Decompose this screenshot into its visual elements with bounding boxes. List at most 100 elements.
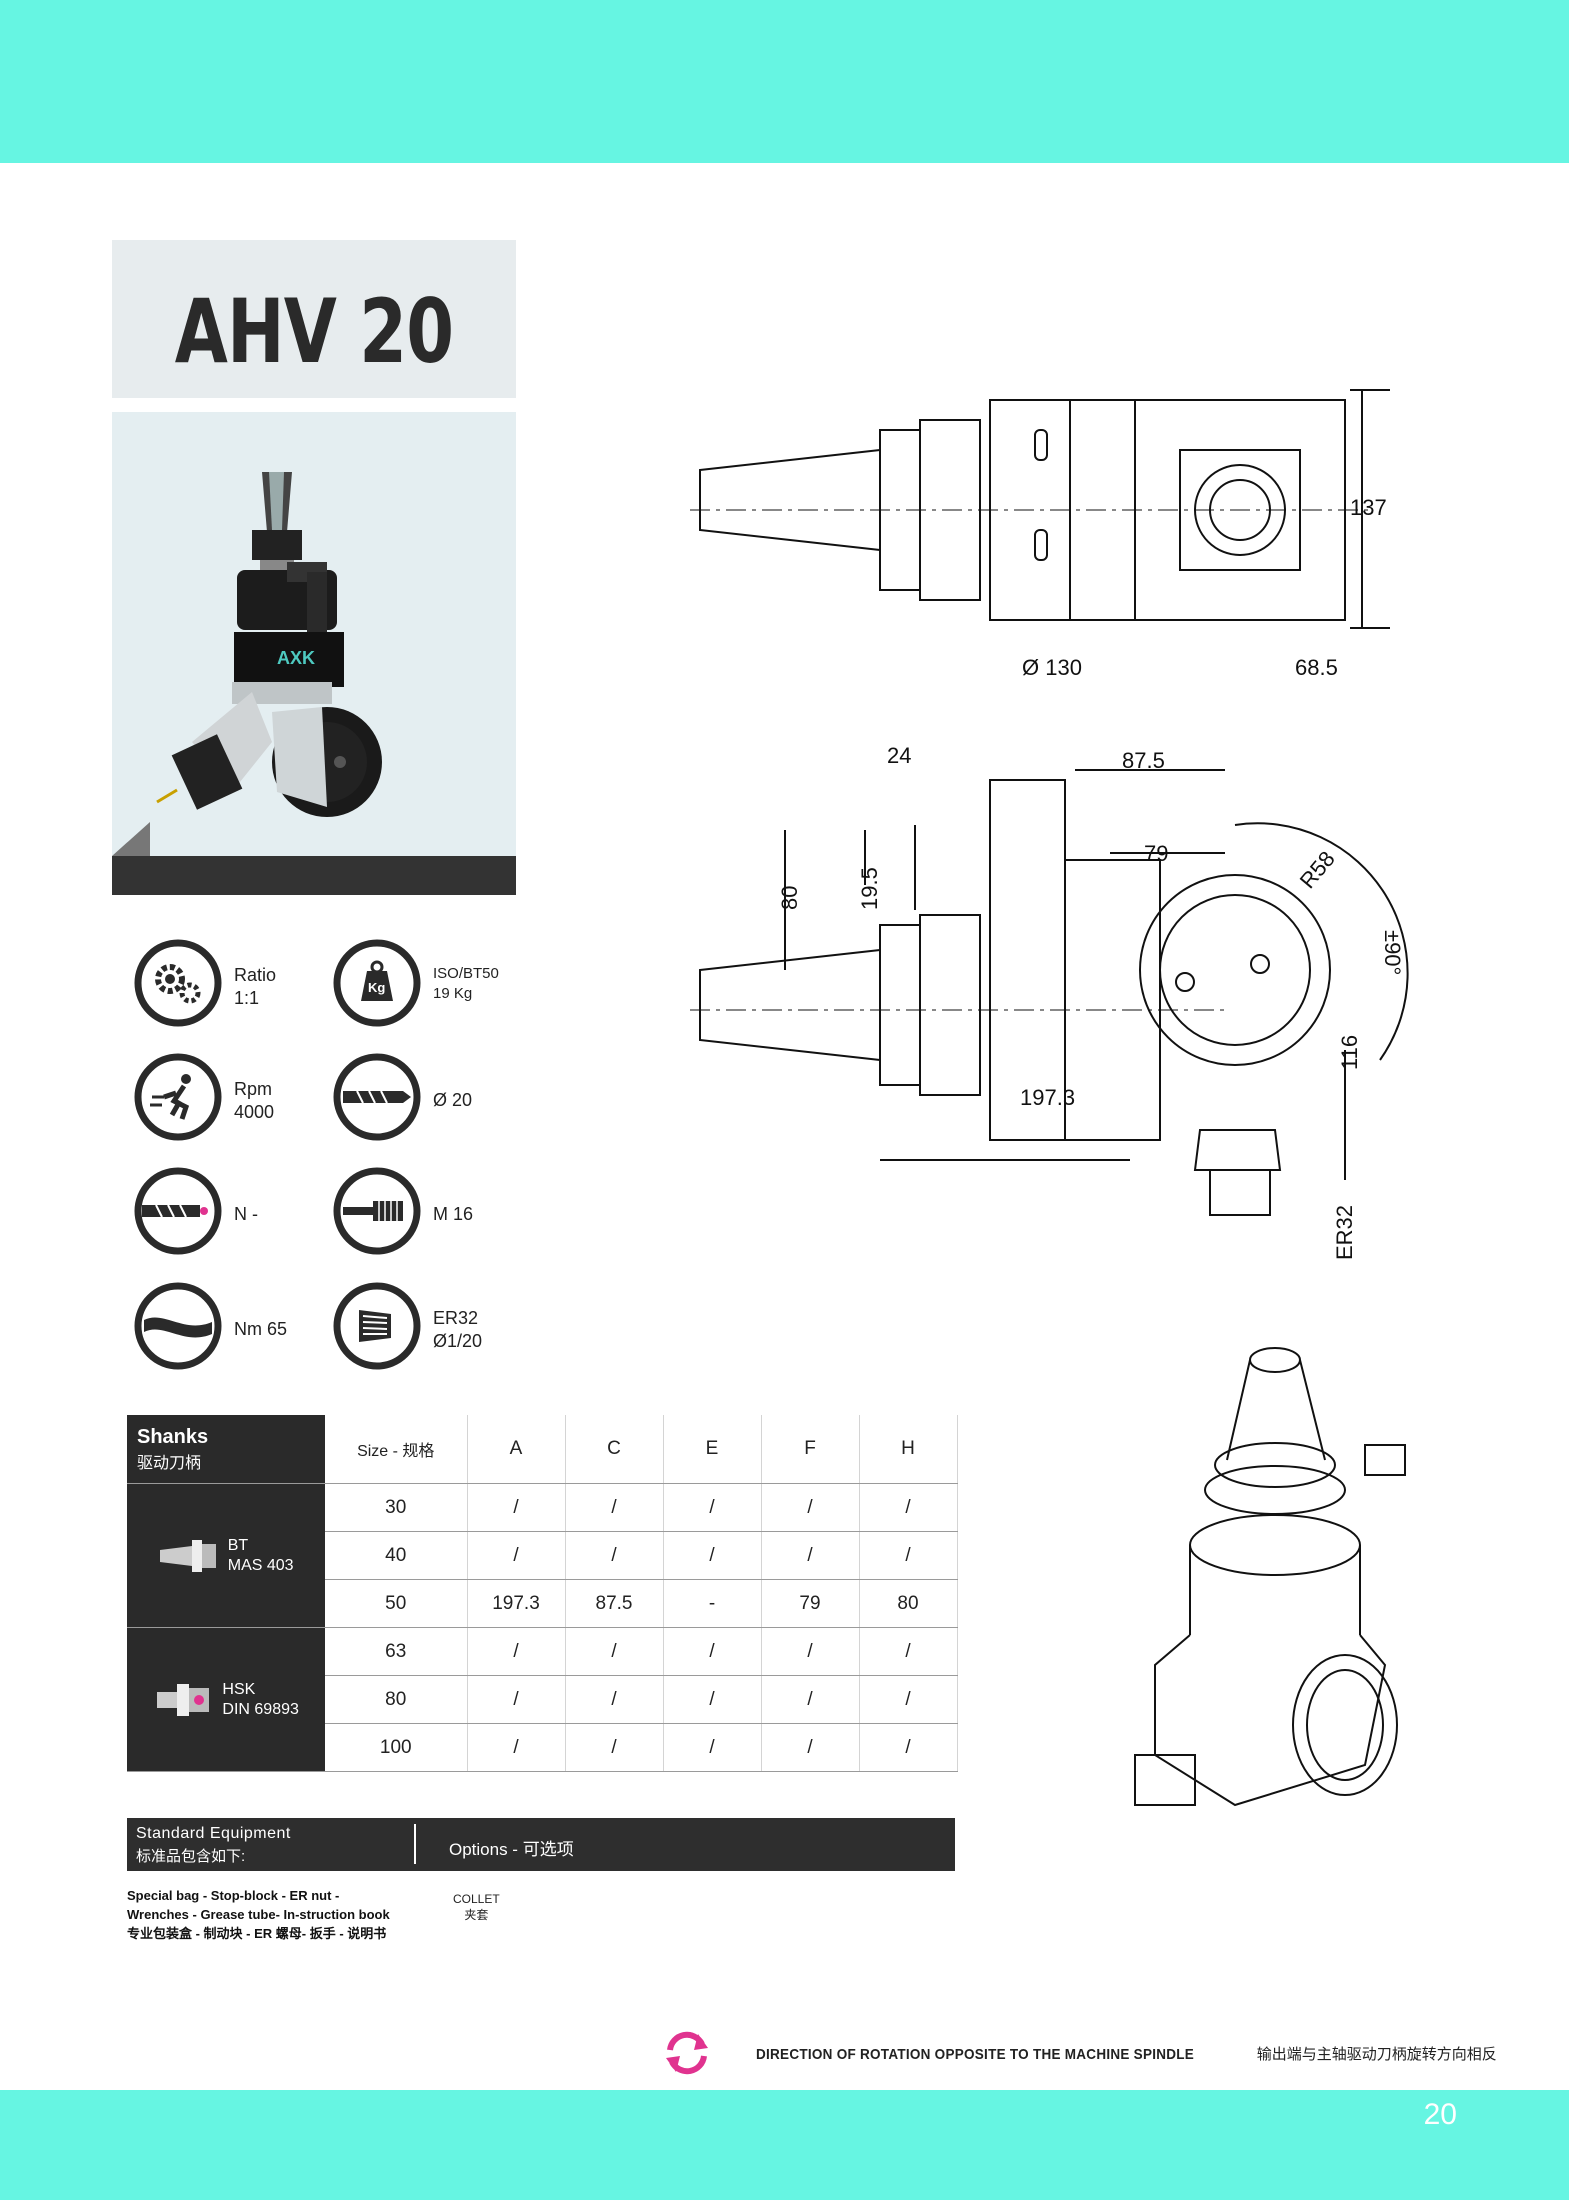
equipment-items: Special bag - Stop-block - ER nut - Wren… — [127, 1888, 390, 1922]
gears-icon — [134, 939, 222, 1027]
shank-group-bt: BT MAS 403 — [127, 1483, 325, 1628]
value-cell: 197.3 — [467, 1579, 566, 1628]
options-title: Options - 可选项 — [449, 1840, 574, 1859]
table-row: 80 / / / / / — [127, 1675, 958, 1724]
value-cell: / — [761, 1627, 860, 1676]
col-header-c: C — [565, 1415, 664, 1484]
value-cell: / — [859, 1483, 958, 1532]
value-cell: / — [859, 1723, 958, 1772]
value-cell: / — [565, 1483, 664, 1532]
collet-icon — [333, 1282, 421, 1370]
value-cell: 79 — [761, 1579, 860, 1628]
bt-name: BT — [227, 1536, 249, 1554]
dim-ang: ±90° — [1380, 930, 1405, 975]
dim-d130: Ø 130 — [1022, 655, 1082, 680]
header-band — [0, 0, 1569, 163]
spec-ratio-line1: Ratio — [234, 965, 277, 985]
size-cell: 100 — [325, 1723, 468, 1772]
title-box: AHV 20 — [112, 240, 516, 398]
bt-standard: MAS 403 — [227, 1556, 294, 1574]
col-header-a: A — [467, 1415, 566, 1484]
shanks-table: Shanks 驱动刀柄 Size - 规格 A C E F H BT MAS 40… — [127, 1415, 958, 1772]
spec-collet-line1: ER32 — [433, 1308, 479, 1328]
dim-d195: 19.5 — [857, 867, 882, 910]
size-cell: 30 — [325, 1483, 468, 1532]
size-cell: 63 — [325, 1627, 468, 1676]
table-row: 50 197.3 87.5 - 79 80 — [127, 1579, 958, 1628]
spec-weight-line2: 19 Kg — [433, 985, 473, 1002]
dim-d80: 80 — [777, 886, 802, 910]
weight-icon: Kg — [333, 939, 421, 1027]
value-cell: / — [663, 1627, 762, 1676]
shanks-title-cell: Shanks 驱动刀柄 — [127, 1415, 325, 1484]
col-header-e: E — [663, 1415, 762, 1484]
value-cell: / — [663, 1675, 762, 1724]
value-cell: / — [663, 1483, 762, 1532]
col-header-f: F — [761, 1415, 860, 1484]
running-man-icon — [134, 1053, 222, 1141]
value-cell: 80 — [859, 1579, 958, 1628]
spec-ratio-line2: 1:1 — [234, 988, 260, 1008]
value-cell: / — [663, 1531, 762, 1580]
photo-caption-bar — [112, 856, 516, 895]
spec-torque-line1: Nm 65 — [234, 1319, 288, 1339]
technical-drawings: Ø 130 137 68.5 24 87.5 79 R58 80 19.5 ±9… — [690, 389, 1409, 1260]
spec-collet-line2: Ø1/20 — [433, 1331, 483, 1351]
coolant-icon — [134, 1167, 222, 1255]
rotation-icon — [666, 2031, 708, 2075]
col-header-h: H — [859, 1415, 958, 1484]
rotation-note-en: DIRECTION OF ROTATION OPPOSITE TO THE MA… — [756, 2046, 1195, 2063]
weight-badge: Kg — [368, 980, 385, 995]
shanks-title-cn: 驱动刀柄 — [137, 1454, 202, 1472]
photo-logo: AXK — [277, 648, 315, 668]
dim-er32: ER32 — [1332, 1205, 1357, 1260]
value-cell: / — [761, 1675, 860, 1724]
value-cell: / — [467, 1723, 566, 1772]
dim-d1973: 197.3 — [1020, 1085, 1075, 1110]
equipment-bar: Standard Equipment 标准品包含如下: Options - 可选… — [127, 1818, 955, 1871]
table-header-row: Shanks 驱动刀柄 Size - 规格 A C E F H — [127, 1415, 958, 1484]
equipment-title: Standard Equipment — [136, 1825, 291, 1842]
value-cell: / — [859, 1675, 958, 1724]
equipment-title-cn: 标准品包含如下: — [136, 1848, 246, 1865]
spec-drill-line1: Ø 20 — [433, 1090, 473, 1110]
size-cell: 50 — [325, 1579, 468, 1628]
dim-r58: R58 — [1295, 846, 1340, 893]
value-cell: / — [663, 1723, 762, 1772]
equipment-items-cn: 专业包装盒 - 制动块 - ER 螺母- 扳手 - 说明书 — [127, 1926, 387, 1941]
page-number: 20 — [1423, 2098, 1457, 2131]
shanks-title: Shanks — [137, 1425, 209, 1448]
value-cell: / — [467, 1483, 566, 1532]
product-photo-drawing: AXK — [112, 472, 382, 856]
hsk-name: HSK — [222, 1680, 256, 1698]
isometric-drawing — [1134, 1347, 1406, 1807]
dim-h137: 137 — [1350, 495, 1387, 520]
value-cell: / — [467, 1627, 566, 1676]
value-cell: / — [859, 1531, 958, 1580]
value-cell: / — [859, 1627, 958, 1676]
value-cell: - — [663, 1579, 762, 1628]
spec-weight-line1: ISO/BT50 — [433, 965, 499, 982]
torque-icon — [134, 1282, 222, 1370]
collet-option: COLLET 夹套 — [453, 1891, 500, 1923]
drill-bit-icon — [333, 1053, 421, 1141]
value-cell: / — [467, 1675, 566, 1724]
value-cell: / — [565, 1627, 664, 1676]
spec-rpm-line2: 4000 — [234, 1102, 275, 1122]
dim-d116: 116 — [1337, 1035, 1362, 1070]
spec-coolant-line1: N - — [234, 1204, 258, 1224]
value-cell: / — [565, 1723, 664, 1772]
value-cell: / — [761, 1723, 860, 1772]
value-cell: / — [565, 1675, 664, 1724]
collet-label: COLLET — [453, 1892, 500, 1906]
bt-shank-icon — [160, 1539, 217, 1572]
value-cell: / — [467, 1531, 566, 1580]
dim-d24: 24 — [887, 743, 911, 768]
table-row: 100 / / / / / — [127, 1723, 958, 1772]
spec-rpm-line1: Rpm — [234, 1079, 273, 1099]
spec-tap-line1: M 16 — [433, 1204, 474, 1224]
product-title: AHV 20 — [174, 280, 454, 383]
collet-label-cn: 夹套 — [464, 1908, 489, 1922]
